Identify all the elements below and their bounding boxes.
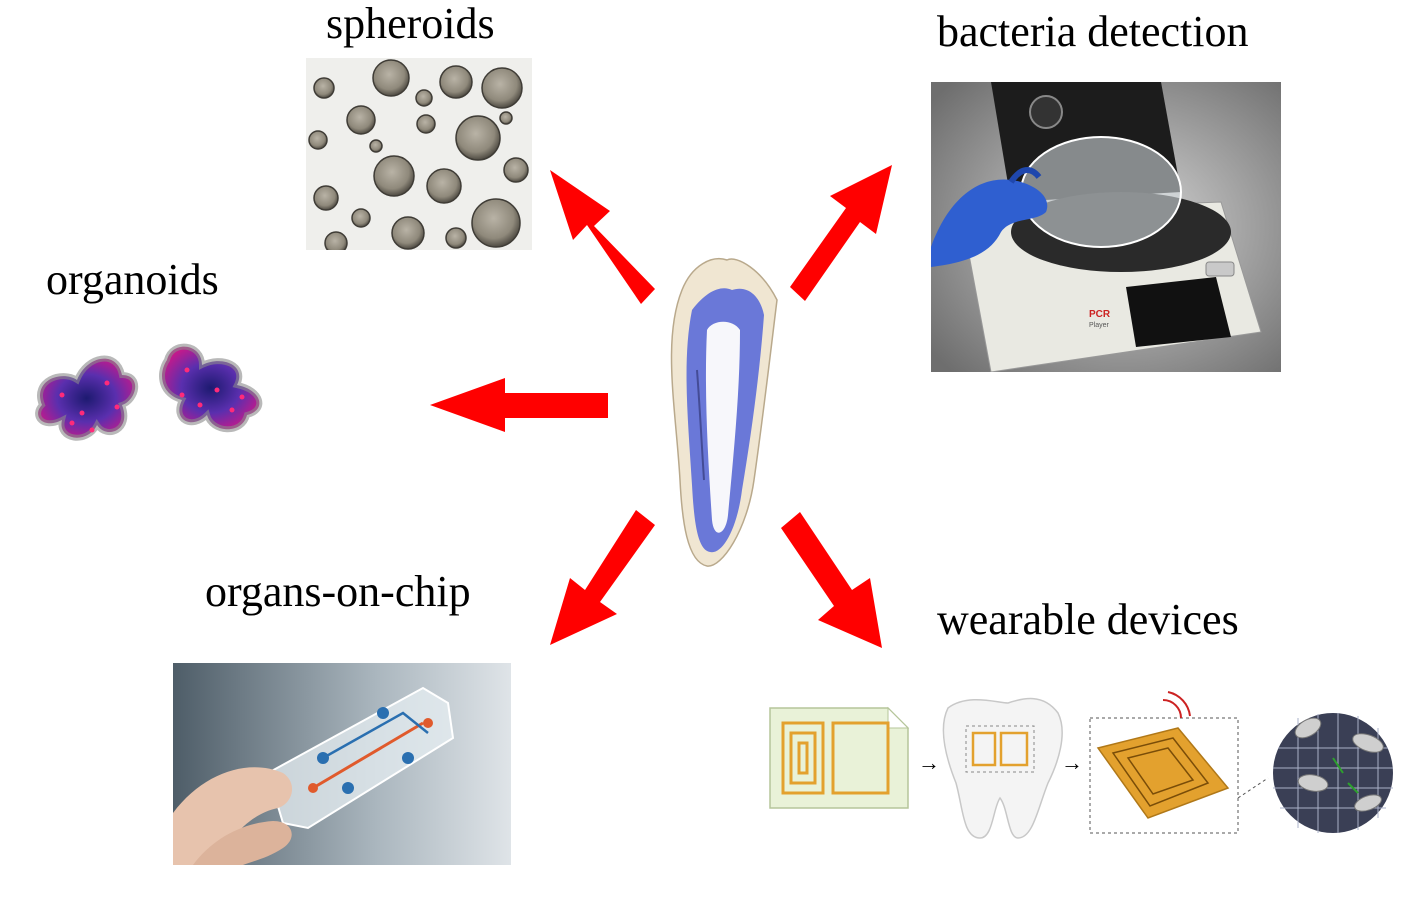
pcr-brand-text: PCR: [1089, 309, 1111, 320]
label-organoids: organoids: [46, 255, 219, 304]
organoids-image: [22, 335, 272, 465]
wearable-devices-image: → →: [768, 688, 1395, 840]
bent-coil-sensor: [1089, 691, 1239, 834]
pcr-sub-text: Player: [1089, 322, 1110, 329]
organ-on-chip-image: [173, 663, 511, 865]
label-spheroids: spheroids: [326, 0, 495, 48]
arrow-to-organs-on-chip: [550, 510, 655, 645]
arrow-glyph-2: →: [1061, 750, 1083, 775]
label-bacteria-detection: bacteria detection: [937, 7, 1249, 56]
label-organs-on-chip: organs-on-chip: [205, 567, 471, 616]
arrow-to-organoids: [430, 378, 608, 432]
pcr-device-image: PCR Player: [931, 82, 1281, 372]
arrow-to-spheroids: [550, 170, 655, 304]
sticker-sensor: [769, 706, 910, 809]
label-wearable-devices: wearable devices: [937, 595, 1239, 644]
arrow-to-bacteria-detection: [790, 165, 892, 301]
tooth-icon: [942, 697, 1063, 839]
spheroids-image: [306, 58, 532, 250]
arrow-glyph-1: →: [918, 750, 940, 775]
arrow-to-wearable-devices: [781, 512, 882, 648]
tooth-section-image: [652, 250, 782, 570]
graphene-bacteria-icon: [1273, 713, 1393, 833]
